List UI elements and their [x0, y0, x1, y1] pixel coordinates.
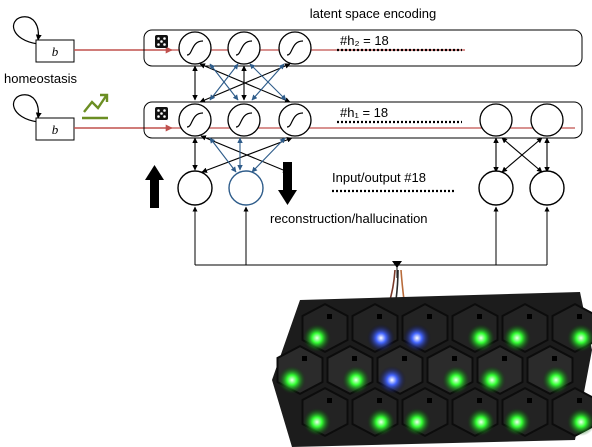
sigmoid-unit	[178, 103, 212, 137]
led-green	[303, 324, 331, 352]
dice-icon	[155, 107, 168, 120]
led-blue	[403, 324, 431, 352]
h2-count-label: #h₂ = 18	[340, 33, 389, 48]
sigmoid-unit	[178, 31, 212, 65]
hidden-unit	[479, 103, 513, 137]
io-count-label: Input/output #18	[332, 170, 426, 185]
sensor-square	[452, 356, 457, 361]
sensor-square	[477, 398, 482, 403]
led-green	[567, 324, 592, 352]
led-green	[542, 366, 570, 394]
hidden-units-h1	[178, 103, 564, 137]
led-green	[342, 366, 370, 394]
led-green	[303, 408, 331, 436]
sensor-square	[527, 398, 532, 403]
led-green	[567, 408, 592, 436]
connections-h2-h1-blue	[209, 63, 287, 101]
bias-symbol: b	[52, 122, 59, 137]
sigmoid-unit	[278, 31, 312, 65]
down-arrow-icon	[278, 162, 297, 205]
sensor-square	[327, 314, 332, 319]
led-green	[478, 366, 506, 394]
reconstruction-label: reconstruction/hallucination	[270, 211, 428, 226]
sensor-square	[302, 356, 307, 361]
connections-right	[493, 137, 550, 173]
visible-unit	[177, 170, 213, 206]
connections-h1-visible-blue	[209, 137, 286, 173]
sensor-square	[502, 356, 507, 361]
sensor-square	[377, 314, 382, 319]
led-hex-device	[272, 292, 592, 447]
sensor-square	[402, 356, 407, 361]
led-green	[403, 408, 431, 436]
led-green	[503, 324, 531, 352]
bias-symbol: b	[52, 44, 59, 59]
led-green	[503, 408, 531, 436]
sigmoid-icon	[186, 112, 304, 128]
led-blue	[367, 324, 395, 352]
sigmoid-unit	[227, 31, 261, 65]
sensor-square	[477, 314, 482, 319]
visible-unit-blue	[228, 170, 264, 206]
led-green	[367, 408, 395, 436]
up-arrow-icon	[145, 165, 164, 208]
led-green	[467, 324, 495, 352]
io-wiring	[192, 206, 550, 278]
bias-unit-bottom: b	[12, 94, 75, 141]
hidden-layer-2	[143, 29, 583, 67]
visible-units	[177, 170, 565, 206]
led-green	[278, 366, 306, 394]
sensor-square	[427, 398, 432, 403]
sensor-square	[577, 398, 582, 403]
bias-unit-top: b	[12, 16, 75, 63]
sigmoid-icon	[186, 40, 304, 56]
sigmoid-unit	[227, 103, 261, 137]
latent-space-title: latent space encoding	[310, 6, 436, 21]
led-green	[442, 366, 470, 394]
led-green	[467, 408, 495, 436]
visible-unit	[529, 170, 565, 206]
hidden-units-h2	[178, 31, 312, 65]
sensor-square	[427, 314, 432, 319]
dice-icon	[155, 35, 168, 48]
homeostasis-label: homeostasis	[4, 71, 77, 86]
connections-h1-visible	[192, 135, 293, 173]
connections-h2-h1	[192, 63, 291, 103]
trend-up-icon	[82, 93, 109, 120]
led-blue	[378, 366, 406, 394]
hidden-unit	[530, 103, 564, 137]
sensor-square	[377, 398, 382, 403]
sensor-square	[527, 314, 532, 319]
sigmoid-unit	[278, 103, 312, 137]
sensor-square	[327, 398, 332, 403]
sensor-square	[352, 356, 357, 361]
sensor-square	[552, 356, 557, 361]
h1-count-label: #h₁ = 18	[340, 105, 388, 120]
hidden-layer-1	[143, 101, 583, 139]
sensor-square	[577, 314, 582, 319]
visible-unit	[478, 170, 514, 206]
